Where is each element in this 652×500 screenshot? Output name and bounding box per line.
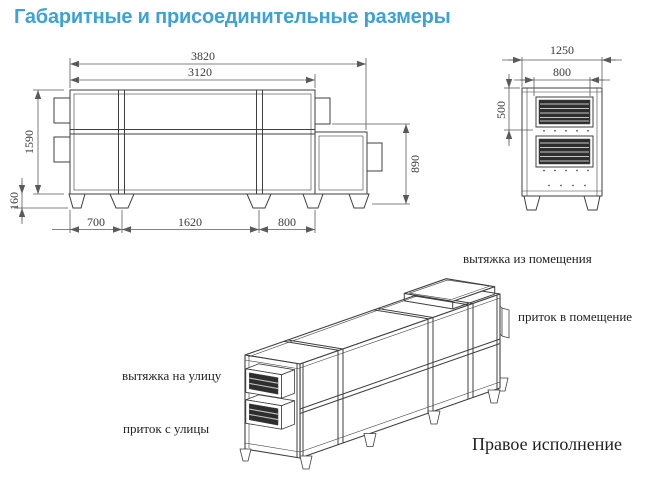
label-supply-to-room: приток в помещение xyxy=(518,309,632,324)
svg-text:700: 700 xyxy=(87,215,105,229)
side-view-drawing: 3820 3120 1590 160 xyxy=(7,49,422,233)
label-supply-from-street: приток с улицы xyxy=(123,421,209,436)
side-right-extension xyxy=(314,131,368,195)
dimension-total-length: 3820 xyxy=(69,49,367,130)
side-leg xyxy=(109,193,135,209)
dimension-body-length: 3120 xyxy=(70,65,316,88)
label-exhaust-to-street: вытяжка на улицу xyxy=(122,368,222,383)
front-screw-dots xyxy=(543,129,589,187)
side-leg xyxy=(348,193,370,209)
dimension-leg-height: 160 xyxy=(7,178,68,224)
svg-text:800: 800 xyxy=(278,215,296,229)
side-leg xyxy=(246,193,272,209)
svg-text:500: 500 xyxy=(494,101,508,119)
side-leg xyxy=(302,193,324,209)
iso-leg xyxy=(363,433,377,447)
svg-text:3120: 3120 xyxy=(188,65,212,79)
side-extension-flange xyxy=(366,142,383,172)
iso-leg xyxy=(427,410,441,425)
svg-text:800: 800 xyxy=(553,65,571,79)
iso-end-flange xyxy=(499,305,510,339)
svg-text:1620: 1620 xyxy=(178,215,202,229)
iso-leg xyxy=(239,448,252,462)
front-grille-bottom xyxy=(535,135,594,168)
iso-leg xyxy=(299,455,313,470)
dimension-extension-height: 890 xyxy=(332,123,422,205)
label-variant: Правое исполнение xyxy=(472,434,622,454)
front-leg xyxy=(583,195,601,211)
side-body-inner xyxy=(73,93,312,191)
dimension-height: 1590 xyxy=(22,89,64,195)
side-body xyxy=(69,89,316,195)
svg-text:1250: 1250 xyxy=(550,43,574,57)
iso-top-duct-collar xyxy=(403,278,496,310)
front-leg xyxy=(523,195,541,211)
side-right-top-flange xyxy=(314,97,331,125)
front-view-drawing: 1250 800 500 xyxy=(494,43,622,211)
svg-text:1590: 1590 xyxy=(22,130,36,154)
svg-text:3820: 3820 xyxy=(191,49,215,63)
svg-text:160: 160 xyxy=(7,192,21,210)
dimension-front-opening: 800 xyxy=(514,65,610,96)
dimension-front-width: 1250 xyxy=(502,43,622,87)
iso-vent-bottom xyxy=(245,394,295,430)
front-grille-top xyxy=(535,96,594,128)
svg-text:890: 890 xyxy=(408,155,422,173)
dimension-front-offset: 500 xyxy=(494,74,533,146)
label-exhaust-from-room: вытяжка из помещения xyxy=(463,251,592,266)
side-left-flange-top xyxy=(53,97,71,124)
page-title: Габаритные и присоединительные размеры xyxy=(14,6,451,28)
side-left-flange-bottom xyxy=(53,136,71,163)
iso-leg xyxy=(487,389,501,404)
dimension-bottom-chain: 700 1620 800 xyxy=(52,210,316,233)
iso-vent-top xyxy=(245,363,295,399)
front-body xyxy=(521,87,603,197)
side-leg xyxy=(68,193,86,209)
isometric-drawing: вытяжка из помещения приток в помещение … xyxy=(122,251,632,470)
